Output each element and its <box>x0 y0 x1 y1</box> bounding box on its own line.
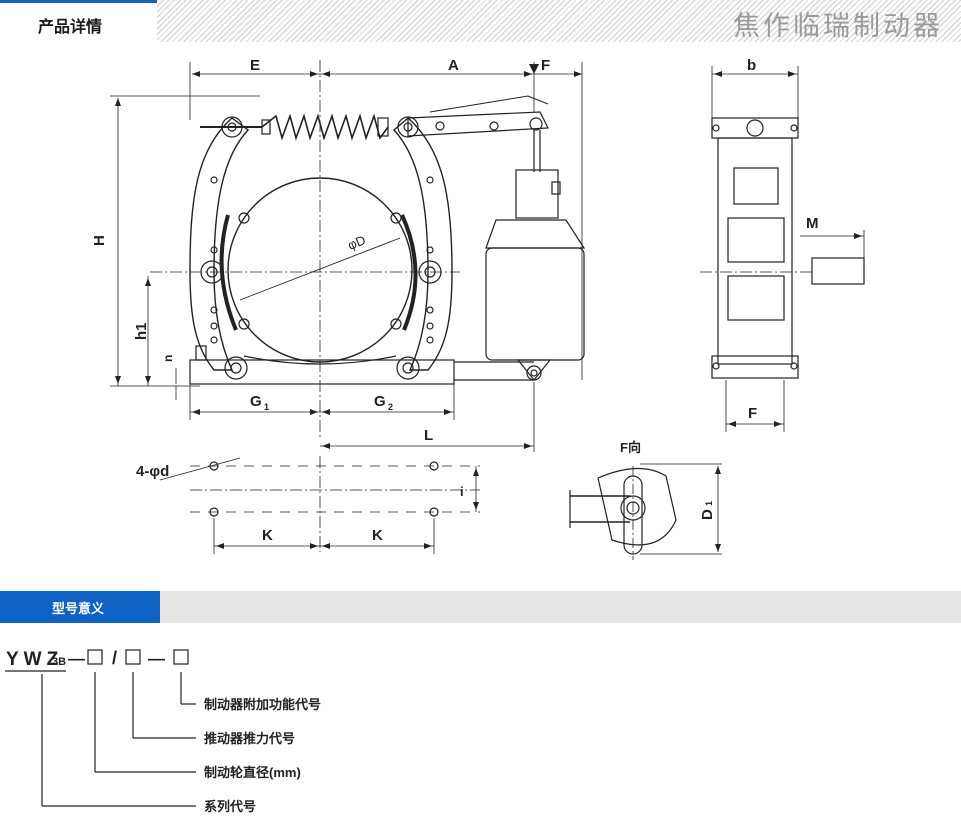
label-G1: G <box>250 393 262 410</box>
section-title: 型号意义 <box>52 602 105 617</box>
label-D1: D <box>699 509 716 520</box>
model-sub: 3B <box>52 656 66 668</box>
meaning-item-2: 推动器推力代号 <box>204 731 295 746</box>
label-G2: G <box>374 393 386 410</box>
base <box>189 359 455 385</box>
model-prefix: YWZ <box>6 649 63 670</box>
model-sep2: — <box>148 649 165 668</box>
label-F-top: F <box>541 57 550 74</box>
f-direction-view <box>569 463 722 560</box>
side-view <box>700 66 865 432</box>
label-K1: K <box>262 527 273 544</box>
label-i: i <box>460 484 464 499</box>
brake-technical-drawing: E A F b H h1 n φD G 1 G 2 L M F 4-φd i K… <box>91 57 865 560</box>
label-M: M <box>806 215 819 232</box>
label-n: n <box>161 355 175 362</box>
meaning-item-3: 制动轮直径(mm) <box>204 765 301 780</box>
label-H: H <box>91 235 108 246</box>
tab-product-details[interactable]: 产品详情 <box>0 0 157 42</box>
label-h1: h1 <box>133 322 150 340</box>
label-E: E <box>250 57 260 74</box>
model-meaning-section-header: 型号意义 <box>0 591 961 623</box>
label-D1-sub: 1 <box>704 501 714 506</box>
placeholder-box-2 <box>125 649 141 665</box>
brand-name: 焦作临瑞制动器 <box>733 11 943 42</box>
brake-drum <box>227 177 413 363</box>
right-arm <box>392 117 453 371</box>
page-header: 产品详情 焦作临瑞制动器 <box>0 0 961 42</box>
label-F-view: F向 <box>620 440 641 455</box>
placeholder-box-3 <box>173 649 189 665</box>
thruster-body <box>485 247 585 361</box>
label-A: A <box>448 57 459 74</box>
label-b: b <box>747 57 756 74</box>
model-code-diagram: YWZ 3B — / — 制动器附加功能代号 推动器推力代号 制动轮直径(mm)… <box>5 648 321 814</box>
tab-model-meaning[interactable]: 型号意义 <box>0 591 160 623</box>
placeholder-box-1 <box>87 649 103 665</box>
model-sep1: — <box>68 649 85 668</box>
left-arm <box>189 117 250 371</box>
meaning-item-4: 系列代号 <box>204 799 256 814</box>
label-F-side: F <box>748 405 757 422</box>
label-G1-sub: 1 <box>264 402 269 412</box>
label-G2-sub: 2 <box>388 402 393 412</box>
label-K2: K <box>372 527 383 544</box>
label-bolt: 4-φd <box>136 463 169 480</box>
bolt-pattern <box>159 456 480 554</box>
tab-title: 产品详情 <box>38 17 103 36</box>
meaning-item-1: 制动器附加功能代号 <box>204 697 321 712</box>
spring <box>261 113 389 141</box>
model-slash: / <box>112 648 117 668</box>
label-phiD: φD <box>346 232 368 253</box>
label-L: L <box>424 427 433 444</box>
